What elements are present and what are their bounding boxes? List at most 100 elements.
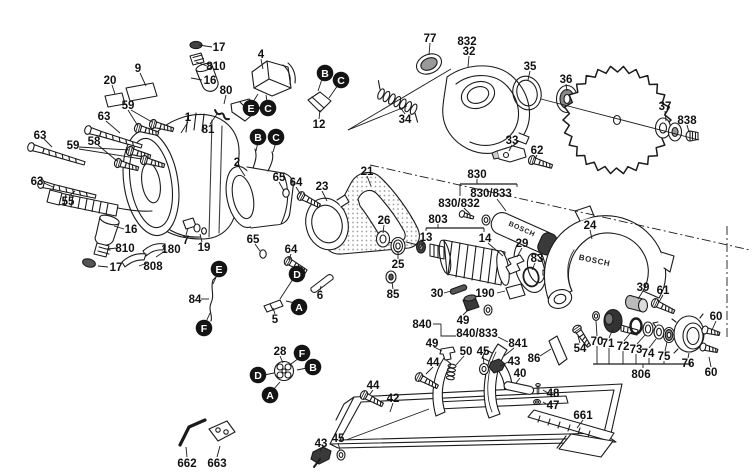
part-label-838: 838 [677,115,697,127]
leader-line [185,227,189,236]
letter-callout-C [267,128,285,146]
leader-line [686,124,690,133]
part-label-26: 26 [378,215,391,227]
leader-line [440,324,456,337]
leader-line [608,328,614,339]
lever-33-screw-62 [491,145,554,172]
part-label-24: 24 [584,220,597,232]
leader-line [428,42,431,56]
screw-set-28 [273,360,295,382]
leader-line [565,83,568,92]
leader-line [687,352,690,359]
leader-line [195,61,208,67]
leader-line [130,109,153,123]
wrench-663 [208,420,236,442]
leader-line [238,166,246,177]
part-label-62: 62 [531,145,544,157]
letter-callout-A [290,298,308,316]
part-label-5: 5 [272,314,279,326]
part-label-841: 841 [508,338,528,350]
part-label-663: 663 [207,458,226,470]
part-label-86: 86 [528,353,541,365]
leader-line [636,334,646,345]
axis-centerline [369,164,751,251]
letter-callout-text: A [266,390,274,402]
part-label-77: 77 [424,33,437,45]
letter-callout-text: B [254,132,262,144]
part-label-64: 64 [290,177,303,189]
part-label-840: 840 [412,319,431,331]
part-label-40: 40 [514,368,527,380]
leader-line [111,84,116,95]
part-label-60: 60 [710,311,723,323]
armature [405,239,567,293]
leader-line [279,278,294,300]
part-label-6: 6 [317,290,323,302]
leader-line [711,320,717,331]
part-label-58: 58 [88,136,101,148]
leader-line [487,242,504,257]
leader-line [78,148,143,160]
part-label-65: 65 [273,172,286,184]
part-label-25: 25 [392,259,405,271]
leader-line [391,281,394,290]
leader-line [295,186,302,196]
part-label-16: 16 [204,75,217,87]
leader-line [97,144,118,162]
part-label-59: 59 [122,100,135,112]
part-label-17: 17 [213,42,226,54]
part-label-32: 32 [463,46,476,58]
leader-line [254,243,261,252]
labels-layer: 1781016920808114122635958596363551681017… [31,33,723,470]
bearing-retainer-23 [305,194,350,251]
part-label-45: 45 [477,346,490,358]
leader-line [209,113,218,125]
part-label-63: 63 [31,176,44,188]
leader-line [499,361,509,367]
switch [251,60,296,97]
letter-callout-text: D [293,269,301,281]
part-label-37: 37 [659,101,672,113]
part-label-76: 76 [682,358,695,370]
leader-line [637,290,644,300]
leader-line [389,402,394,413]
part-label-59: 59 [67,140,80,152]
leader-line [260,58,264,70]
letter-callout-text: B [309,362,317,374]
brush-terminal-12 [307,91,332,113]
leader-line [216,445,221,458]
part-label-810: 810 [206,61,225,73]
part-label-806: 806 [631,369,650,381]
part-label-83: 83 [531,253,544,265]
part-label-50: 50 [460,346,473,358]
part-label-830: 830 [467,169,486,181]
part-label-17: 17 [110,262,123,274]
part-label-9: 9 [135,63,141,75]
part-label-55: 55 [62,196,75,208]
part-label-61: 61 [657,285,670,297]
leader-line [105,120,121,134]
part-label-808: 808 [143,261,163,273]
part-label-830/833: 830/833 [470,188,512,200]
leader-line [347,105,408,131]
leader-line [540,98,700,141]
part-label-73: 73 [630,344,643,356]
part-label-30: 30 [431,288,444,300]
leader-line [516,247,523,258]
leader-line [539,348,552,357]
letter-callout-B [316,64,334,82]
part-label-1: 1 [185,112,192,124]
part-label-14: 14 [479,233,492,245]
leader-line [648,338,657,349]
part-label-4: 4 [258,49,265,61]
letter-callout-F [293,344,311,362]
leader-line [576,419,584,429]
leader-line [443,290,452,294]
letter-callout-text: F [201,323,208,335]
cord-protector-55 [46,189,153,217]
saw-blade [562,65,672,175]
part-label-48: 48 [547,388,560,400]
washers-26-25-85 [375,230,406,284]
leader-line [78,146,130,151]
